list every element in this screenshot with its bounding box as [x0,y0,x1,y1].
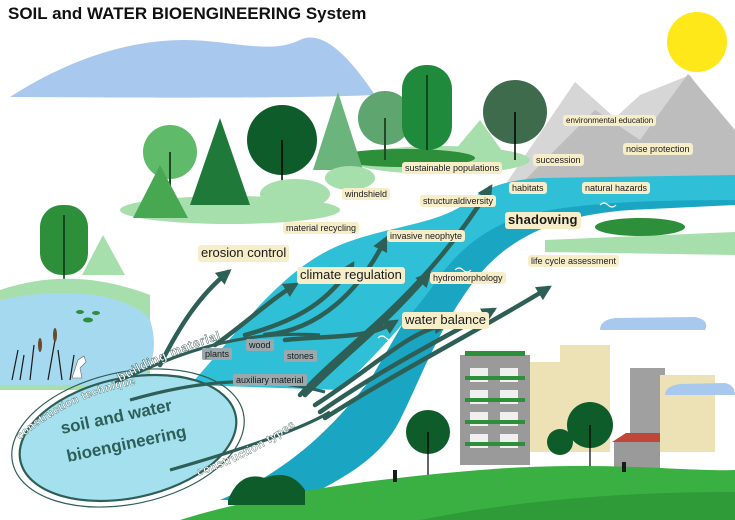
sky-cloud-shape [10,37,375,98]
forest-trees [133,65,547,218]
center-ellipse [18,373,238,503]
outcome-invasive-neophyte: invasive neophyte [387,230,466,243]
outcome-environmental-education: environmental education [563,115,657,127]
center-ellipse-outer [11,368,245,508]
outcome-climate-regulation: climate regulation [297,267,405,284]
right-bank [545,232,735,255]
right-bush [595,218,685,236]
city-buildings [460,345,715,472]
city-tree-3 [547,429,573,455]
bottom-bushes [228,474,305,505]
outcome-shadowing: shadowing [505,212,581,229]
outcome-natural-hazards: natural hazards [582,182,651,195]
material-wood: wood [246,339,274,351]
sun [667,12,727,72]
material-auxiliary: auxiliary material [233,374,307,386]
outcome-noise-protection: noise protection [623,143,693,156]
outcome-water-balance: water balance [402,312,489,329]
material-plants: plants [202,348,233,360]
pond-reeds [11,339,75,381]
outcome-habitats: habitats [509,182,547,195]
left-small-tree [82,235,125,275]
heron [71,355,87,379]
outcome-erosion-control: erosion control [198,245,290,262]
outcome-material-recycling: material recycling [283,222,360,235]
material-stones: stones [284,350,317,362]
outcome-succession: succession [533,154,584,167]
page-title: SOIL and WATER BIOENGINEERING System [8,4,367,23]
river [0,180,735,500]
person-icon [393,470,397,482]
outcome-life-cycle-assessment: life cycle assessment [528,255,620,268]
outcome-sustainable-populations: sustainable populations [402,162,503,175]
outcome-structuraldiversity: structuraldiversity [420,195,497,208]
outcome-hydromorphology: hydromorphology [430,272,506,285]
outcome-windshield: windshield [342,188,391,201]
clouds-right [600,317,707,330]
pond [0,292,154,385]
